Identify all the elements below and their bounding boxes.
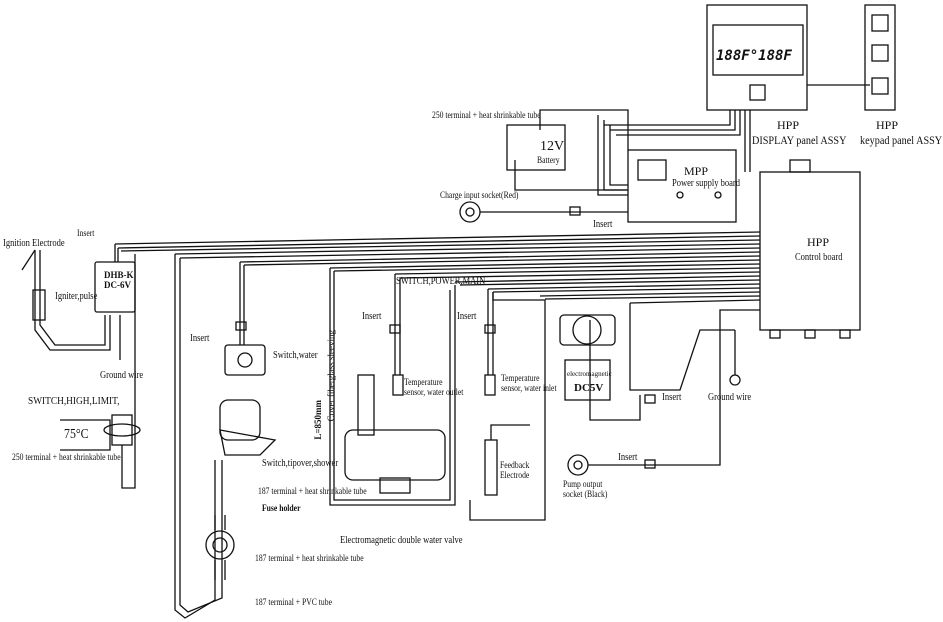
feedback-electrode	[469, 292, 546, 521]
mpp-label: MPP	[684, 164, 709, 178]
double-water-valve	[329, 268, 456, 506]
hpp-keypad-label: HPP	[876, 118, 899, 132]
high-limit-label: SWITCH,HIGH,LIMIT,	[28, 395, 120, 407]
insert-label-ignitor: Insert	[77, 228, 95, 238]
fiberglass-label: Cover fiberglass sleeving	[326, 330, 336, 422]
display-panel-label: DISPLAY panel ASSY	[752, 133, 847, 147]
length-label: L=850mm	[313, 400, 323, 440]
fuse-holder-label: Fuse holder	[262, 503, 301, 513]
terminal-187-pvc-label: 187 terminal + PVC tube	[255, 597, 332, 607]
temp-sensor-inlet	[484, 289, 496, 396]
feedback-label: Feedback Electrode	[500, 460, 530, 480]
keypad-panel	[864, 4, 896, 111]
igniter-pulse-label: Igniter,pulse	[55, 291, 98, 302]
terminal-187-label-1: 187 terminal + heat shrinkable tube	[258, 486, 367, 496]
battery-voltage-label: 12V	[540, 139, 565, 154]
control-board-label: Control board	[795, 252, 843, 263]
temp-inlet-label: Temperature sensor, water inlet	[501, 373, 557, 393]
high-limit-switch	[60, 254, 141, 489]
battery-label: Battery	[537, 155, 560, 165]
ground-wire-label-left: Ground wire	[100, 370, 144, 381]
mpp-board	[597, 115, 737, 223]
temp-sensor-outlet	[392, 274, 404, 396]
pump-output-label: Pump output socket (Black)	[563, 479, 608, 499]
insert-markers	[235, 206, 656, 469]
terminal-250-battery-label: 250 terminal + heat shrinkable tube	[432, 110, 541, 120]
switch-tipover-label: Switch,tipover,shower	[262, 458, 339, 469]
valve-label: Electromagnetic double water valve	[340, 535, 463, 546]
insert-label-charge: Insert	[593, 219, 613, 230]
pump-name-label: electromagnetic	[567, 370, 612, 378]
ignitor-wiring	[21, 244, 121, 360]
charge-socket-label: Charge input socket(Red)	[440, 190, 519, 200]
ignitor-voltage-label: DC-6V	[104, 280, 131, 290]
ignitor-model-label: DHB-K	[104, 270, 134, 280]
ignition-electrode-body	[32, 289, 46, 321]
insert-label-pump: Insert	[662, 392, 682, 403]
keypad-panel-label: keypad panel ASSY	[860, 133, 943, 147]
switch-power-main-label: SWITCH,POWER,MAIN	[396, 276, 486, 287]
hpp-display-label: HPP	[777, 118, 800, 132]
insert-label-water: Insert	[190, 333, 210, 344]
fuse-holder	[205, 515, 235, 580]
water-switch	[224, 262, 266, 376]
ground-wire-label-right: Ground wire	[708, 392, 752, 403]
terminal-250-left-label: 250 terminal + heat shrinkable tube	[12, 452, 121, 462]
insert-label-outlet: Insert	[362, 311, 382, 322]
tipover-switch	[219, 399, 277, 456]
limit-temp-label: 75°C	[64, 427, 89, 442]
hpp-control-label: HPP	[807, 235, 830, 249]
terminal-187-label-2: 187 terminal + heat shrinkable tube	[255, 553, 364, 563]
pump-output-socket	[567, 309, 760, 476]
insert-label-inlet: Insert	[457, 311, 477, 322]
control-board	[759, 159, 861, 339]
main-harness	[114, 231, 761, 304]
ignition-electrode-label: Ignition Electrode	[3, 238, 65, 249]
mpp-board-label: Power supply board	[672, 178, 740, 189]
display-panel	[604, 4, 870, 172]
temp-outlet-label: Temperature sensor, water outlet	[404, 377, 464, 397]
pump-voltage-label: DC5V	[574, 382, 604, 394]
insert-label-socket: Insert	[618, 452, 638, 463]
charge-socket	[459, 201, 628, 223]
switch-water-label: Switch,water	[273, 350, 318, 361]
electromagnetic-pump	[559, 303, 741, 421]
display-readout: 188F°188F	[716, 48, 792, 64]
